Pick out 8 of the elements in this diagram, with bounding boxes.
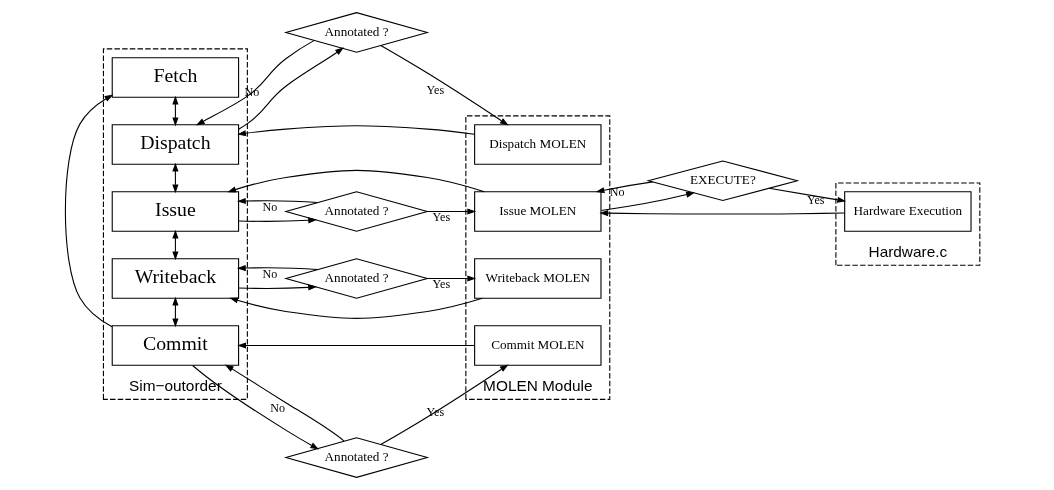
edge-label: Yes [806,193,825,208]
edge-label: Yes [432,277,451,292]
edge-label: Yes [432,210,451,225]
edge-label: No [270,401,286,416]
edge-label: No [262,199,278,214]
edge-label: No [609,185,625,200]
edge-label: No [262,266,278,281]
edge-label: Yes [426,82,445,97]
